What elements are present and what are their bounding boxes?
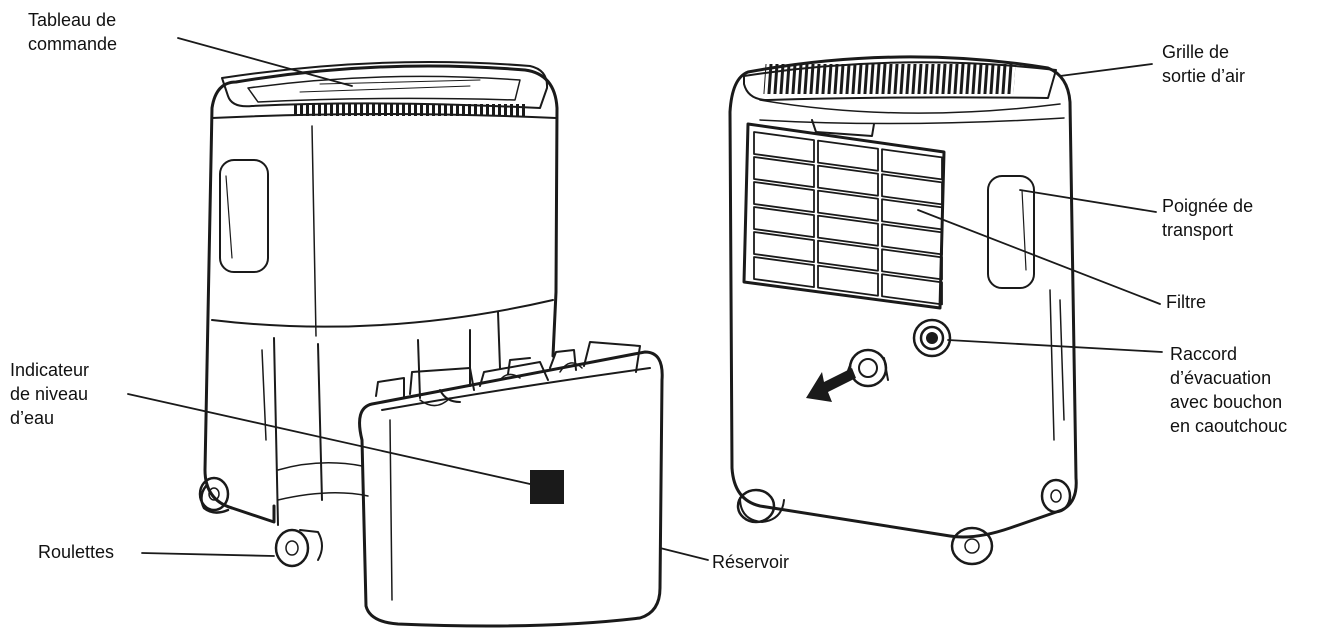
- label-handle: Poignée de transport: [1162, 194, 1253, 242]
- label-line: Indicateur: [10, 360, 90, 380]
- rear-back-caster: [1040, 478, 1072, 514]
- label-line: avec bouchon: [1170, 392, 1283, 412]
- label-line: d’eau: [10, 408, 55, 428]
- filter-cell: [817, 214, 879, 247]
- leader-filter: [917, 209, 1161, 305]
- filter-cell: [753, 231, 815, 263]
- filter-grid: [753, 131, 943, 306]
- label-line: commande: [28, 34, 118, 54]
- water-level-window: [530, 470, 564, 504]
- leader-control-panel: [177, 37, 353, 87]
- front-handle-recess: [219, 159, 269, 273]
- leader-tank: [659, 547, 709, 561]
- leader-water-level: [127, 393, 531, 485]
- filter-cell: [881, 248, 943, 281]
- filter-cell: [881, 223, 943, 256]
- leader-casters: [141, 552, 275, 557]
- filter-cell: [817, 264, 879, 297]
- filter-cell: [753, 206, 815, 238]
- label-line: d’évacuation: [1170, 368, 1272, 388]
- label-tank: Réservoir: [712, 550, 789, 574]
- rear-top-vent: [763, 64, 1016, 94]
- filter-cell: [753, 256, 815, 288]
- filter-cell: [881, 148, 943, 181]
- rear-unit: [728, 55, 1078, 566]
- label-line: sortie d’air: [1162, 66, 1246, 86]
- filter-cell: [817, 189, 879, 222]
- label-line: Poignée de: [1162, 196, 1254, 216]
- label-line: transport: [1162, 220, 1234, 240]
- label-water-level: Indicateur de niveau d’eau: [10, 358, 89, 430]
- label-line: en caoutchouc: [1170, 416, 1288, 436]
- filter-cell: [881, 273, 943, 306]
- rear-handle-recess: [987, 175, 1035, 289]
- front-left-caster: [198, 476, 230, 514]
- filter-cell: [817, 139, 879, 172]
- rear-left-caster: [736, 488, 785, 524]
- label-line: de niveau: [10, 384, 89, 404]
- arrow-icon: [806, 368, 856, 402]
- label-line: Raccord: [1170, 344, 1238, 364]
- water-tank: [358, 341, 664, 628]
- filter-cell: [817, 164, 879, 197]
- rear-right-caster: [950, 526, 994, 566]
- leader-handle: [1019, 189, 1157, 213]
- label-line: Filtre: [1166, 292, 1206, 312]
- filter-cell: [881, 173, 943, 206]
- label-line: Tableau de: [28, 10, 117, 30]
- filter-frame: [742, 119, 946, 310]
- label-line: Réservoir: [712, 552, 790, 572]
- leader-drain: [947, 339, 1163, 353]
- filter-cell: [817, 239, 879, 272]
- label-casters: Roulettes: [38, 540, 114, 564]
- front-top-vent: [292, 104, 528, 116]
- filter-cell: [753, 181, 815, 213]
- drain-plug: [845, 348, 889, 388]
- label-line: Grille de: [1162, 42, 1230, 62]
- drain-fitting: [912, 318, 952, 358]
- label-drain: Raccord d’évacuation avec bouchon en caoutc…: [1170, 342, 1287, 438]
- label-line: Roulettes: [38, 542, 115, 562]
- label-control-panel: Tableau de commande: [28, 8, 117, 56]
- filter-cell: [881, 198, 943, 231]
- leader-air-outlet: [1059, 63, 1153, 77]
- filter-cell: [753, 131, 815, 163]
- label-filter: Filtre: [1166, 290, 1206, 314]
- front-right-caster: [274, 528, 323, 568]
- filter-cell: [753, 156, 815, 188]
- leader-lines: [127, 37, 1163, 561]
- front-unit: [198, 61, 559, 568]
- label-air-outlet: Grille de sortie d’air: [1162, 40, 1245, 88]
